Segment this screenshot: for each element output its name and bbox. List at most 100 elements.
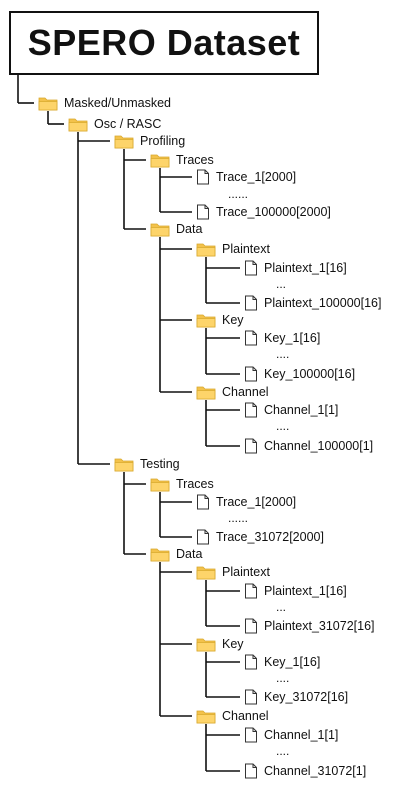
ellipsis-separator: ...... bbox=[228, 511, 249, 525]
file-icon bbox=[244, 763, 258, 779]
node-label: Key_1[16] bbox=[264, 655, 321, 669]
node-label: Channel bbox=[222, 385, 269, 399]
node-label: Key_1[16] bbox=[264, 331, 321, 345]
file-key-1-16[interactable]: Key_1[16] bbox=[244, 329, 320, 347]
ellipsis-separator: .... bbox=[276, 419, 290, 433]
folder-masked-unmasked[interactable]: Masked/Unmasked bbox=[38, 94, 171, 112]
file-plaintext-100000-16[interactable]: Plaintext_100000[16] bbox=[244, 294, 381, 312]
file-icon bbox=[196, 169, 210, 185]
node-label: Key_100000[16] bbox=[264, 367, 356, 381]
folder-icon bbox=[150, 546, 170, 562]
file-icon bbox=[244, 330, 258, 346]
node-label: Plaintext_1[16] bbox=[264, 261, 347, 275]
file-icon bbox=[244, 727, 258, 743]
file-plaintext-1-16[interactable]: Plaintext_1[16] bbox=[244, 582, 347, 600]
file-plaintext-31072-16[interactable]: Plaintext_31072[16] bbox=[244, 617, 375, 635]
node-label: Channel_100000[1] bbox=[264, 439, 374, 453]
node-label: Trace_31072[2000] bbox=[216, 530, 324, 544]
ellipsis-separator: ... bbox=[276, 600, 287, 614]
node-label: Trace_100000[2000] bbox=[216, 205, 331, 219]
folder-profiling[interactable]: Profiling bbox=[114, 132, 185, 150]
folder-icon bbox=[150, 476, 170, 492]
file-plaintext-1-16[interactable]: Plaintext_1[16] bbox=[244, 259, 347, 277]
node-label: Channel bbox=[222, 709, 269, 723]
node-label: Testing bbox=[140, 457, 180, 471]
file-trace-1-2000[interactable]: Trace_1[2000] bbox=[196, 493, 296, 511]
ellipsis-separator: .... bbox=[276, 744, 290, 758]
node-label: Plaintext_1[16] bbox=[264, 584, 347, 598]
folder-icon bbox=[114, 456, 134, 472]
node-label: Masked/Unmasked bbox=[64, 96, 171, 110]
file-channel-1-1[interactable]: Channel_1[1] bbox=[244, 726, 338, 744]
ellipsis-separator: ... bbox=[276, 277, 287, 291]
node-label: Channel_1[1] bbox=[264, 403, 339, 417]
file-icon bbox=[244, 689, 258, 705]
file-icon bbox=[244, 402, 258, 418]
title-box: SPERO Dataset bbox=[9, 11, 319, 75]
folder-icon bbox=[196, 241, 216, 257]
folder-icon bbox=[114, 133, 134, 149]
file-channel-1-1[interactable]: Channel_1[1] bbox=[244, 401, 338, 419]
folder-icon bbox=[196, 708, 216, 724]
folder-data[interactable]: Data bbox=[150, 220, 202, 238]
folder-channel[interactable]: Channel bbox=[196, 707, 269, 725]
node-label: Key bbox=[222, 637, 244, 651]
node-label: Key_31072[16] bbox=[264, 690, 349, 704]
folder-plaintext[interactable]: Plaintext bbox=[196, 240, 270, 258]
file-trace-100000-2000[interactable]: Trace_100000[2000] bbox=[196, 203, 331, 221]
folder-icon bbox=[196, 384, 216, 400]
folder-data[interactable]: Data bbox=[150, 545, 202, 563]
folder-traces[interactable]: Traces bbox=[150, 151, 214, 169]
node-label: Plaintext bbox=[222, 242, 270, 256]
file-icon bbox=[244, 618, 258, 634]
file-icon bbox=[244, 583, 258, 599]
folder-icon bbox=[150, 152, 170, 168]
node-label: Profiling bbox=[140, 134, 186, 148]
file-key-1-16[interactable]: Key_1[16] bbox=[244, 653, 320, 671]
node-label: Osc / RASC bbox=[94, 117, 162, 131]
page-title: SPERO Dataset bbox=[27, 22, 301, 63]
node-label: Data bbox=[176, 222, 203, 236]
folder-icon bbox=[196, 636, 216, 652]
node-label: Trace_1[2000] bbox=[216, 495, 297, 509]
folder-osc-rasc[interactable]: Osc / RASC bbox=[68, 115, 161, 133]
node-label: Key bbox=[222, 313, 244, 327]
node-label: Traces bbox=[176, 153, 214, 167]
file-icon bbox=[196, 204, 210, 220]
folder-icon bbox=[68, 116, 88, 132]
folder-key[interactable]: Key bbox=[196, 635, 244, 653]
folder-testing[interactable]: Testing bbox=[114, 455, 180, 473]
folder-traces[interactable]: Traces bbox=[150, 475, 214, 493]
file-icon bbox=[244, 260, 258, 276]
file-channel-100000-1[interactable]: Channel_100000[1] bbox=[244, 437, 373, 455]
ellipsis-separator: .... bbox=[276, 347, 290, 361]
file-channel-31072-1[interactable]: Channel_31072[1] bbox=[244, 762, 366, 780]
file-icon bbox=[196, 494, 210, 510]
file-icon bbox=[244, 366, 258, 382]
file-key-100000-16[interactable]: Key_100000[16] bbox=[244, 365, 355, 383]
folder-icon bbox=[196, 564, 216, 580]
folder-icon bbox=[150, 221, 170, 237]
file-key-31072-16[interactable]: Key_31072[16] bbox=[244, 688, 348, 706]
file-icon bbox=[244, 654, 258, 670]
folder-icon bbox=[196, 312, 216, 328]
file-trace-1-2000[interactable]: Trace_1[2000] bbox=[196, 168, 296, 186]
node-label: Plaintext_100000[16] bbox=[264, 296, 382, 310]
folder-icon bbox=[38, 95, 58, 111]
node-label: Traces bbox=[176, 477, 214, 491]
node-label: Plaintext bbox=[222, 565, 270, 579]
node-label: Trace_1[2000] bbox=[216, 170, 297, 184]
ellipsis-separator: ...... bbox=[228, 187, 249, 201]
node-label: Data bbox=[176, 547, 203, 561]
file-trace-31072-2000[interactable]: Trace_31072[2000] bbox=[196, 528, 324, 546]
node-label: Channel_31072[1] bbox=[264, 764, 367, 778]
node-label: Channel_1[1] bbox=[264, 728, 339, 742]
folder-key[interactable]: Key bbox=[196, 311, 244, 329]
folder-plaintext[interactable]: Plaintext bbox=[196, 563, 270, 581]
ellipsis-separator: .... bbox=[276, 671, 290, 685]
file-icon bbox=[196, 529, 210, 545]
file-icon bbox=[244, 438, 258, 454]
file-icon bbox=[244, 295, 258, 311]
folder-channel[interactable]: Channel bbox=[196, 383, 269, 401]
